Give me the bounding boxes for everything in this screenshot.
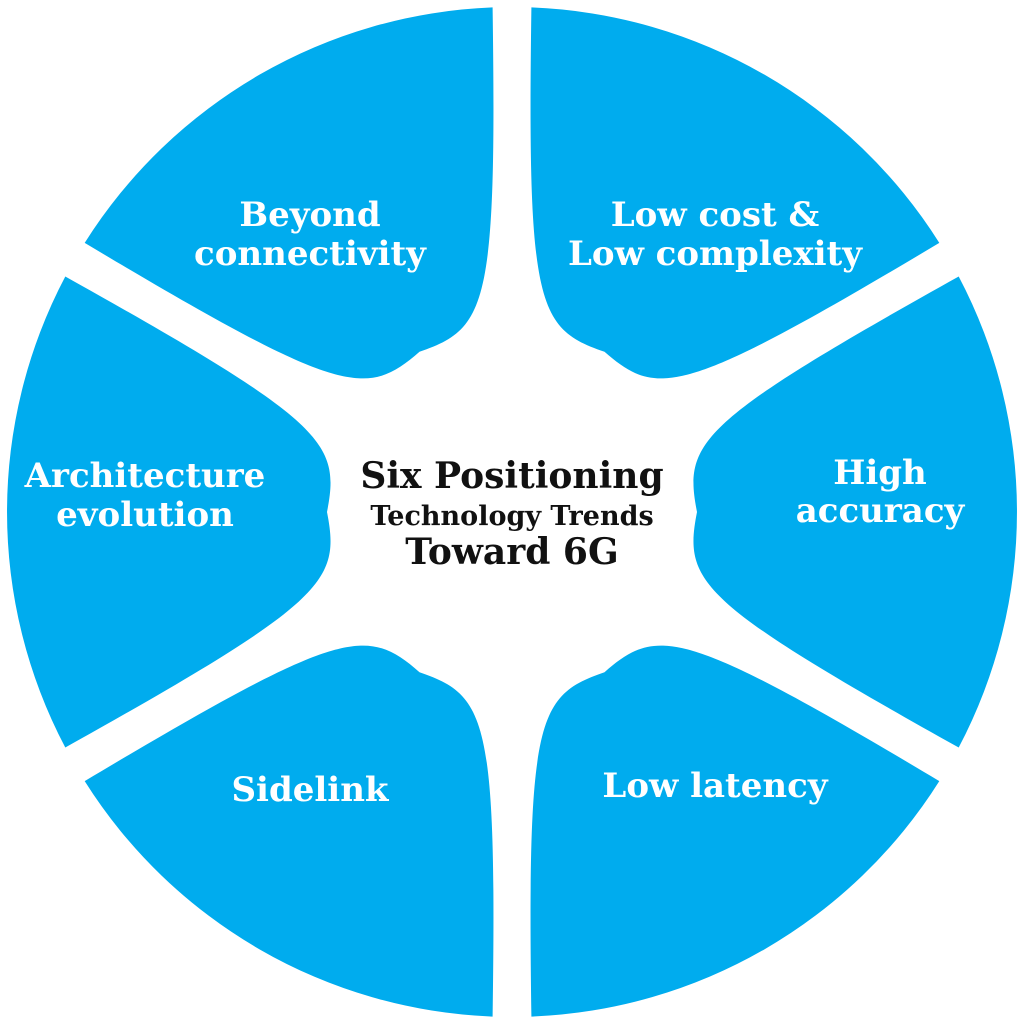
label-layer: Low cost &Low complexityHighaccuracyLow …: [24, 195, 966, 810]
petal-label-beyond-connectivity-line-2: connectivity: [194, 234, 427, 274]
petal-label-high-accuracy-line-1: High: [833, 453, 927, 493]
petal-label-high-accuracy-line-2: accuracy: [796, 491, 966, 531]
center-title: Six Positioning Technology Trends Toward…: [360, 455, 663, 573]
petal-architecture-evolution: [7, 276, 331, 748]
petal-sidelink: [84, 645, 494, 1017]
petal-label-beyond-connectivity-line-1: Beyond: [239, 195, 380, 235]
center-title-line-3: Toward 6G: [405, 531, 618, 573]
petal-label-sidelink-line-1: Sidelink: [232, 770, 390, 810]
center-title-line-2: Technology Trends: [370, 501, 653, 532]
petal-low-cost: [530, 7, 940, 379]
petal-label-architecture-evolution-line-2: evolution: [56, 495, 234, 535]
petal-beyond-connectivity: [84, 7, 494, 379]
petal-label-architecture-evolution-line-1: Architecture: [24, 456, 266, 496]
petal-label-low-cost-line-1: Low cost &: [611, 195, 820, 235]
petal-label-low-cost-line-2: Low complexity: [568, 234, 863, 274]
petal-high-accuracy: [693, 276, 1017, 748]
petal-low-latency: [530, 645, 940, 1017]
petal-layer: [7, 7, 1017, 1017]
petal-label-low-latency-line-1: Low latency: [602, 766, 828, 806]
center-title-line-1: Six Positioning: [360, 455, 663, 497]
